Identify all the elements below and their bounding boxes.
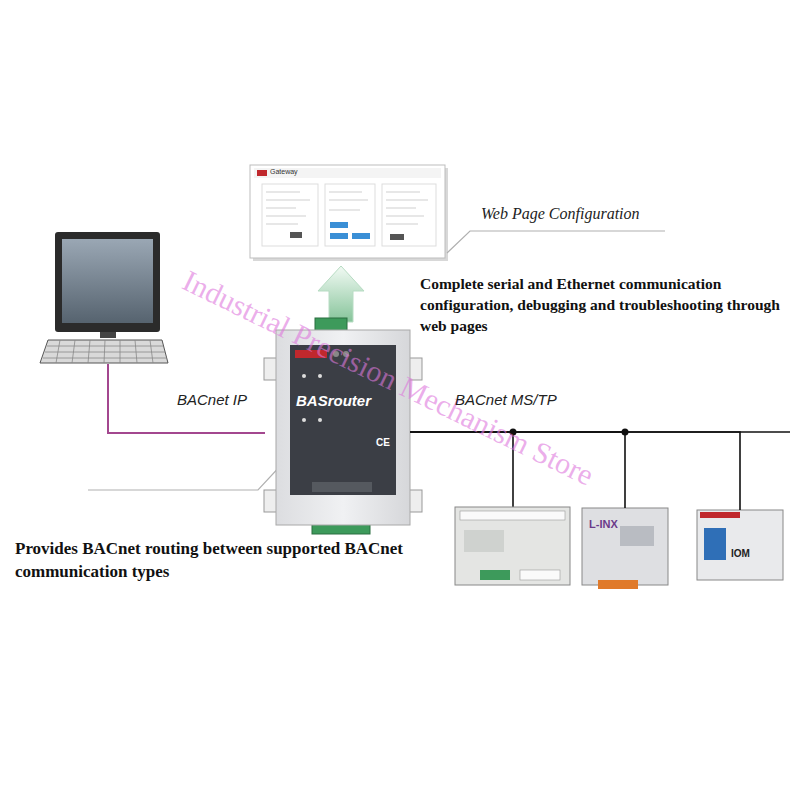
bus-label: BACnet MS/TP [455, 391, 557, 408]
device-label: L-INX [589, 518, 618, 530]
bus-label: BACnet IP [177, 391, 247, 408]
device-label: IOM [731, 548, 750, 559]
device-label: BASrouter [296, 392, 371, 409]
controller-device: L-INX [582, 508, 668, 585]
router-device: BASrouter [276, 330, 410, 525]
cert-mark: CE [376, 437, 390, 448]
screen-title: Gateway [270, 168, 298, 175]
io-module: IOM [697, 510, 783, 580]
note-text: Complete serial and Ethernet communicati… [420, 273, 800, 336]
caption-text: Web Page Configuration [481, 205, 640, 223]
note-text: Provides BACnet routing between supporte… [15, 537, 405, 583]
